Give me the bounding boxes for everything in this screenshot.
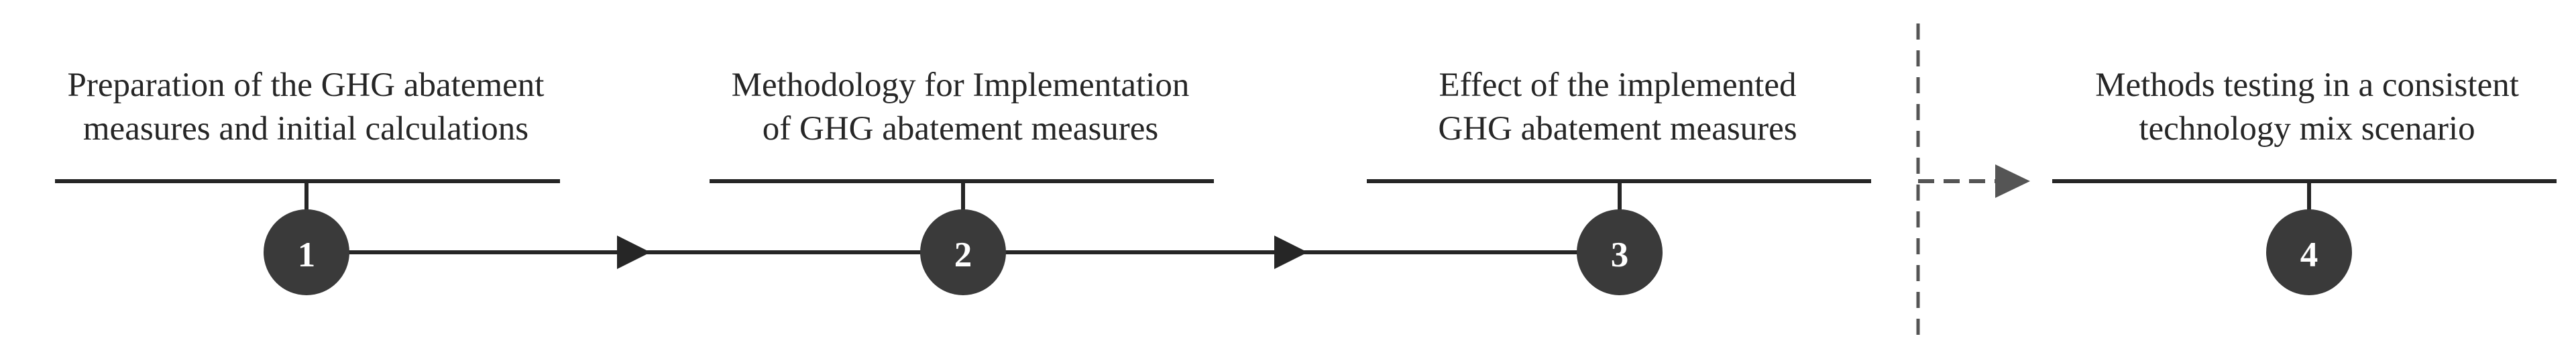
step-3-node: 3 — [1577, 209, 1663, 295]
step-3-number: 3 — [1611, 236, 1629, 274]
step-2-label: Methodology for Implementation of GHG ab… — [685, 64, 1235, 151]
step-4-number: 4 — [2300, 236, 2318, 274]
step-1-node: 1 — [264, 209, 349, 295]
step-4-label: Methods testing in a consistent technolo… — [2032, 64, 2576, 151]
arrow-right-icon — [1274, 236, 1308, 269]
step-4-label-line-2: technology mix scenario — [2139, 110, 2475, 148]
arrow-right-icon — [1995, 164, 2030, 198]
step-1-number: 1 — [298, 236, 316, 274]
step-1-label: Preparation of the GHG abatement measure… — [31, 64, 581, 151]
step-2-number: 2 — [954, 236, 972, 274]
step-1-label-line-2: measures and initial calculations — [82, 110, 529, 148]
step-4-node: 4 — [2266, 209, 2352, 295]
arrow-right-icon — [617, 236, 651, 269]
step-2-label-line-1: Methodology for Implementation — [731, 66, 1190, 104]
step-3-label-line-1: Effect of the implemented — [1439, 66, 1797, 104]
step-2-label-line-2: of GHG abatement measures — [762, 110, 1159, 148]
step-3-label: Effect of the implemented GHG abatement … — [1343, 64, 1893, 151]
step-1-label-line-1: Preparation of the GHG abatement — [67, 66, 545, 104]
step-4-label-line-1: Methods testing in a consistent — [2095, 66, 2519, 104]
step-2-node: 2 — [920, 209, 1006, 295]
step-3-label-line-2: GHG abatement measures — [1438, 110, 1797, 148]
